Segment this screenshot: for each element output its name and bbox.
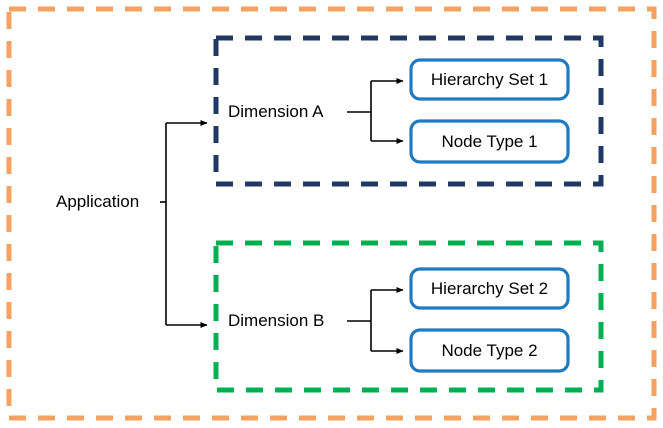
node-box-hierarchy-set-2[interactable] (409, 267, 570, 310)
dimension-b-label[interactable]: Dimension B (228, 311, 325, 330)
node-label-hierarchy-set-1[interactable]: Hierarchy Set 1 (430, 69, 549, 89)
application-label[interactable]: Application (56, 192, 140, 211)
node-box-hierarchy-set-1[interactable] (409, 58, 570, 101)
node-label-hierarchy-set-2[interactable]: Hierarchy Set 2 (430, 278, 549, 298)
dimension-a-boundary (213, 35, 604, 187)
node-box-node-type-1[interactable] (409, 119, 570, 164)
node-box-node-type-2[interactable] (409, 328, 570, 373)
dimension-b-boundary (213, 240, 604, 393)
node-label-node-type-2[interactable]: Node Type 2 (441, 340, 538, 360)
dimension-a-label[interactable]: Dimension A (228, 102, 324, 121)
node-label-node-type-1[interactable]: Node Type 1 (441, 131, 538, 151)
application-boundary (6, 6, 657, 421)
